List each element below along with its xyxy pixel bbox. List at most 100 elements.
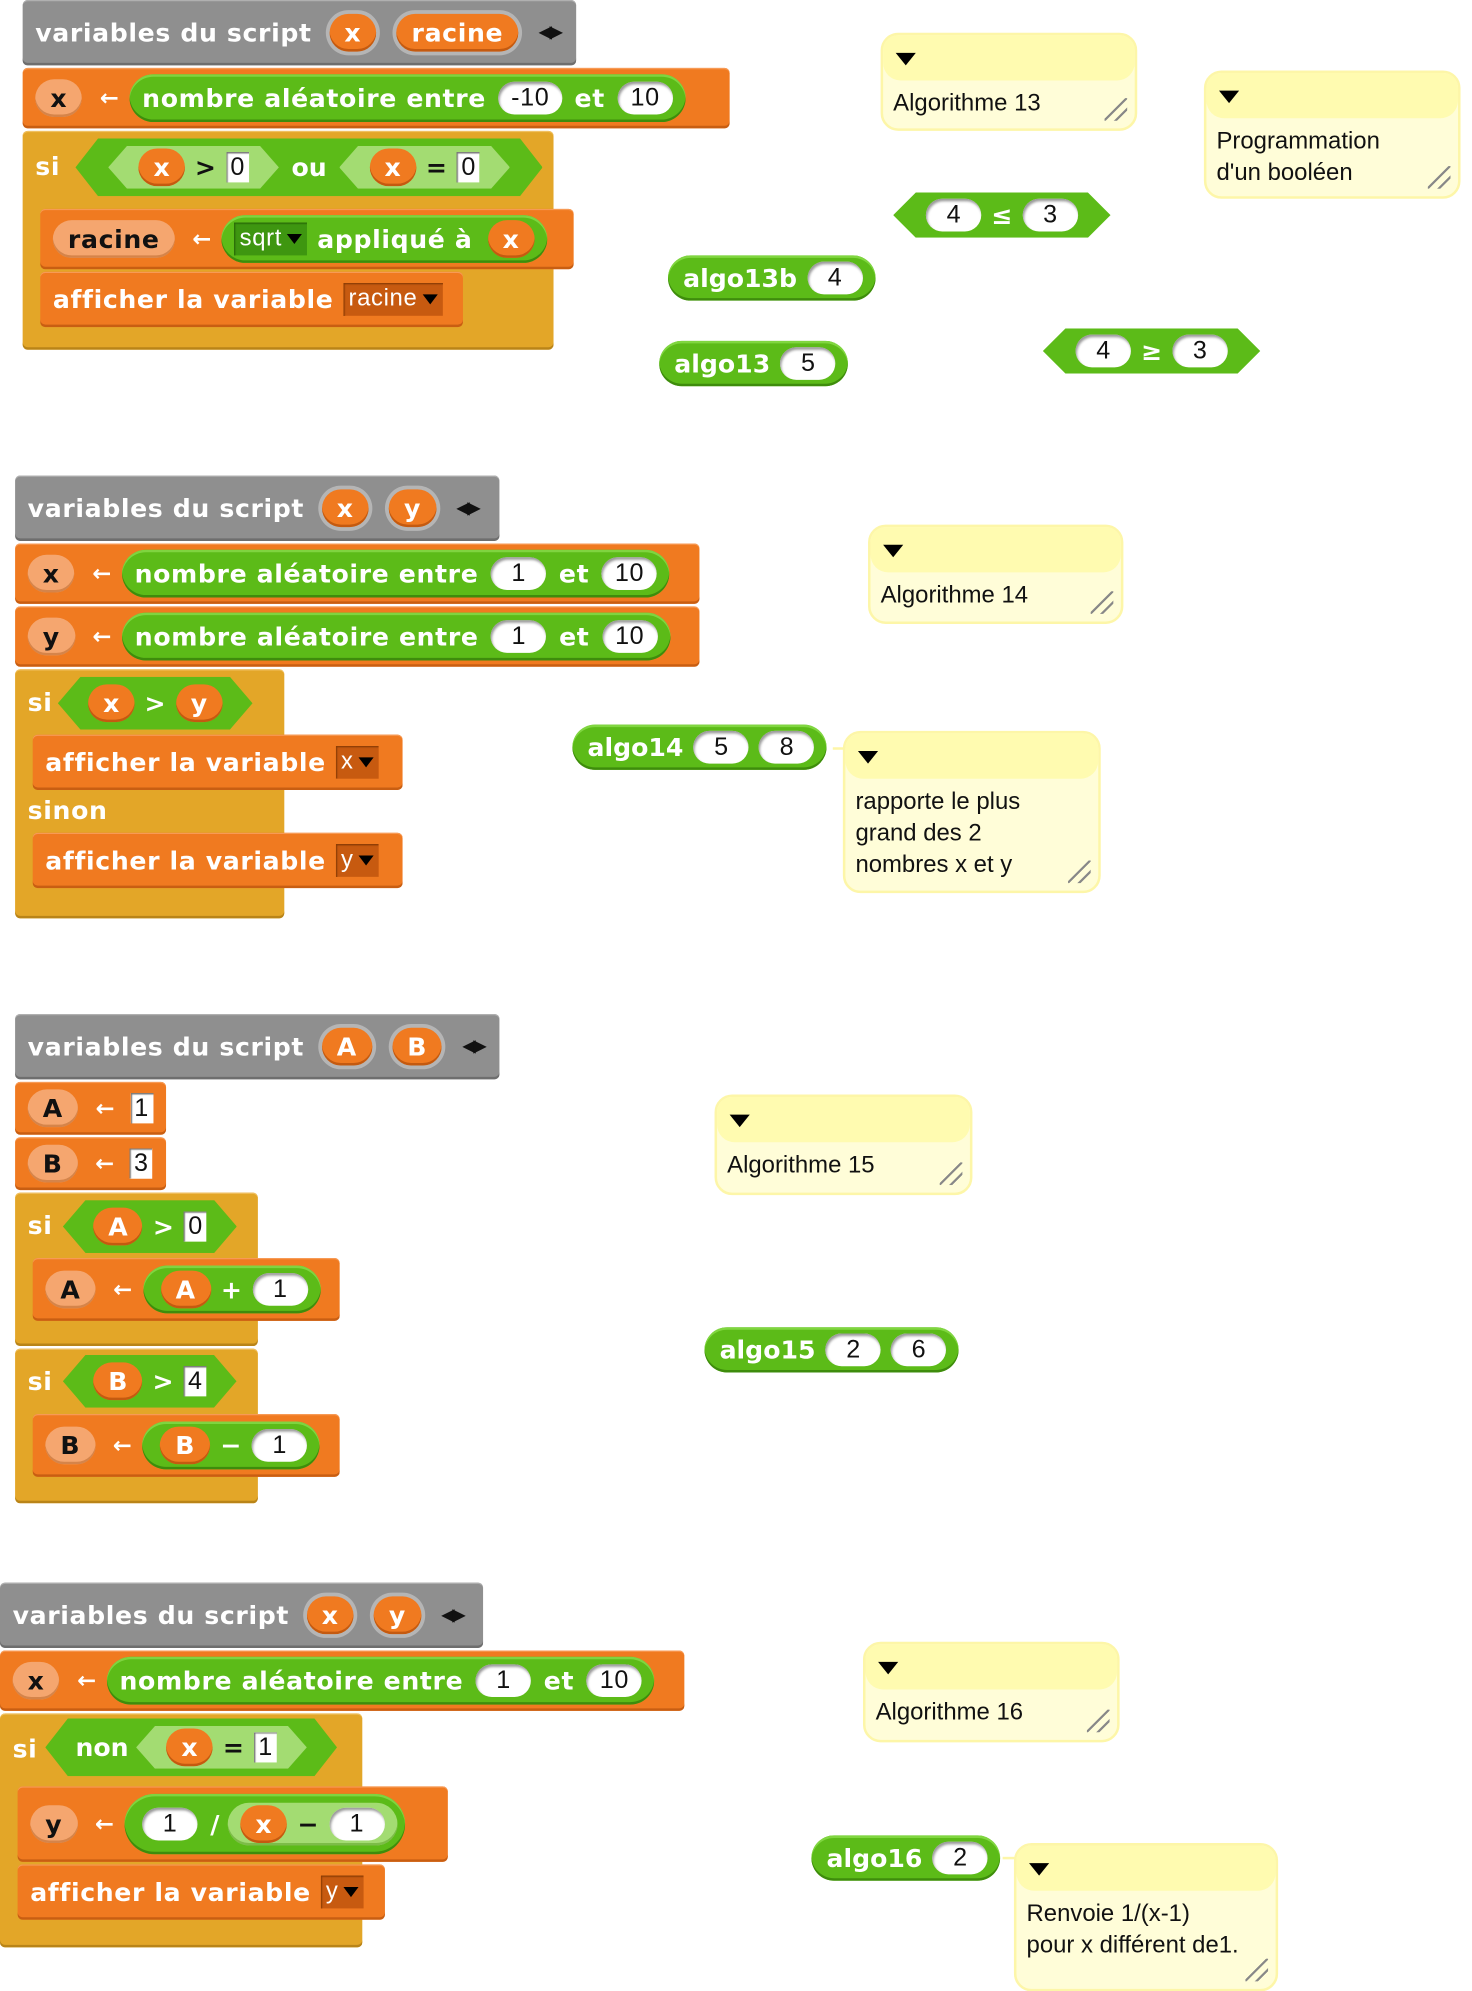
difference-block[interactable]: x − 1 — [227, 1802, 398, 1846]
show-variable-block[interactable]: afficher la variable racine — [40, 271, 463, 328]
resize-handle-icon[interactable] — [1086, 1709, 1110, 1733]
left-input[interactable]: 4 — [926, 199, 981, 232]
value-input[interactable]: 1 — [130, 1093, 153, 1124]
show-variable-block[interactable]: afficher la variable y — [32, 832, 403, 889]
set-B-block[interactable]: B ← 3 — [15, 1137, 167, 1191]
algo13b-reporter[interactable]: algo13b 4 — [667, 255, 876, 301]
variable-dropdown[interactable]: racine — [343, 283, 443, 316]
quotient-block[interactable]: 1 / x − 1 — [124, 1793, 405, 1855]
set-x-block[interactable]: x ← nombre aléatoire entre 1 et 10 — [0, 1650, 685, 1711]
comment-algo14-description[interactable]: rapporte le plus grand des 2 nombres x e… — [842, 730, 1101, 894]
var-racine[interactable]: racine — [52, 220, 175, 258]
comment-text[interactable]: Algorithme 13 — [893, 90, 1041, 117]
var-A[interactable]: A — [45, 1270, 96, 1309]
var-x[interactable]: x — [88, 684, 134, 722]
random-min-input[interactable]: 1 — [475, 1664, 532, 1698]
show-variable-block[interactable]: afficher la variable x — [32, 734, 403, 791]
comment-boolean[interactable]: Programmation d'un booléen — [1203, 70, 1461, 199]
var-x[interactable]: x — [369, 148, 415, 186]
var-x[interactable]: x — [166, 1728, 212, 1766]
if-condition[interactable]: x > y — [58, 677, 253, 730]
variable-dropdown[interactable]: y — [320, 1875, 364, 1909]
if-condition[interactable]: non x = 1 — [45, 1718, 337, 1776]
var-A[interactable]: A — [93, 1208, 143, 1246]
resize-handle-icon[interactable] — [939, 1162, 963, 1186]
add-remove-arrows-icon[interactable]: ◀▶ — [538, 22, 563, 43]
apply-function-block[interactable]: sqrt appliqué à x — [221, 215, 548, 263]
random-min-input[interactable]: -10 — [498, 81, 562, 115]
comment-text[interactable]: Algorithme 16 — [875, 1699, 1024, 1726]
collapse-triangle-icon[interactable] — [729, 1114, 750, 1128]
comment-algo15[interactable]: Algorithme 15 — [714, 1094, 973, 1196]
comment-header[interactable] — [1206, 72, 1459, 119]
var-x[interactable]: x — [35, 79, 83, 117]
random-max-input[interactable]: 10 — [617, 81, 673, 115]
set-y-block[interactable]: y ← nombre aléatoire entre 1 et 10 — [15, 606, 700, 667]
comment-algo16[interactable]: Algorithme 16 — [862, 1641, 1120, 1743]
value-input[interactable]: 0 — [457, 152, 480, 182]
add-remove-arrows-icon[interactable]: ◀▶ — [441, 1605, 466, 1626]
var-y[interactable]: y — [176, 684, 223, 722]
script-variables-block[interactable]: variables du script x racine ◀▶ — [22, 0, 577, 66]
value-input[interactable]: 4 — [184, 1366, 207, 1396]
value-input[interactable]: 1 — [329, 1807, 385, 1841]
var-B[interactable]: B — [160, 1426, 211, 1465]
script-variables-block[interactable]: variables du script A B ◀▶ — [15, 1013, 500, 1080]
variable-dropdown[interactable]: x — [335, 745, 379, 779]
set-y-block[interactable]: y ← 1 / x − 1 — [17, 1786, 448, 1862]
collapse-triangle-icon[interactable] — [883, 544, 904, 558]
comment-text[interactable]: rapporte le plus grand des 2 nombres x e… — [855, 788, 1021, 879]
script-var-x[interactable]: x — [321, 489, 369, 528]
sum-block[interactable]: A + 1 — [142, 1265, 321, 1314]
if-condition[interactable]: B > 4 — [63, 1355, 237, 1408]
comment-header[interactable] — [717, 1096, 970, 1143]
var-A[interactable]: A — [27, 1089, 78, 1128]
comment-text[interactable]: Programmation d'un booléen — [1216, 128, 1380, 187]
var-x[interactable]: x — [12, 1661, 60, 1700]
random-block[interactable]: nombre aléatoire entre 1 et 10 — [122, 612, 670, 661]
algo16-reporter[interactable]: algo16 2 — [811, 1835, 1001, 1881]
var-x[interactable]: x — [487, 220, 535, 258]
equals-block[interactable]: x = 0 — [339, 146, 510, 189]
collapse-triangle-icon[interactable] — [895, 52, 916, 66]
set-x-block[interactable]: x ← nombre aléatoire entre 1 et 10 — [15, 543, 700, 604]
var-x[interactable]: x — [138, 148, 184, 186]
add-remove-arrows-icon[interactable]: ◀▶ — [462, 1036, 487, 1057]
resize-handle-icon[interactable] — [1090, 591, 1114, 614]
set-B-block[interactable]: B ← B − 1 — [32, 1413, 340, 1477]
show-variable-block[interactable]: afficher la variable y — [17, 1864, 385, 1920]
script-variables-block[interactable]: variables du script x y ◀▶ — [0, 1582, 484, 1648]
if-condition[interactable]: A > 0 — [63, 1200, 237, 1253]
var-x[interactable]: x — [240, 1805, 288, 1843]
comment-text[interactable]: Algorithme 15 — [727, 1152, 875, 1179]
random-block[interactable]: nombre aléatoire entre 1 et 10 — [122, 549, 670, 598]
script-var-x[interactable]: x — [329, 13, 377, 52]
script-var-B[interactable]: B — [392, 1027, 443, 1066]
add-remove-arrows-icon[interactable]: ◀▶ — [456, 498, 481, 519]
variable-dropdown[interactable]: y — [335, 844, 379, 877]
arg-input-2[interactable]: 6 — [890, 1333, 947, 1367]
less-equal-block[interactable]: 4 ≤ 3 — [893, 192, 1110, 237]
collapse-triangle-icon[interactable] — [1219, 90, 1240, 104]
comment-algo16-description[interactable]: Renvoie 1/(x-1) pour x différent de1. — [1013, 1842, 1279, 1991]
var-x[interactable]: x — [27, 554, 75, 593]
left-input[interactable]: 4 — [1076, 335, 1131, 368]
resize-handle-icon[interactable] — [1068, 860, 1091, 884]
arg-input-1[interactable]: 5 — [693, 730, 749, 764]
comment-header[interactable] — [1016, 1845, 1276, 1891]
arg-input[interactable]: 2 — [932, 1841, 988, 1875]
if-condition[interactable]: x > 0 ou x = 0 — [75, 138, 542, 196]
comment-header[interactable] — [883, 35, 1135, 81]
resize-handle-icon[interactable] — [1104, 98, 1128, 121]
random-block[interactable]: nombre aléatoire entre -10 et 10 — [129, 74, 686, 123]
random-block[interactable]: nombre aléatoire entre 1 et 10 — [106, 1656, 655, 1705]
set-A-block[interactable]: A ← A + 1 — [32, 1258, 340, 1321]
value-input[interactable]: 3 — [130, 1148, 153, 1179]
var-B[interactable]: B — [45, 1426, 96, 1465]
random-min-input[interactable]: 1 — [490, 557, 547, 591]
value-input[interactable]: 0 — [226, 152, 249, 182]
set-x-block[interactable]: x ← nombre aléatoire entre -10 et 10 — [22, 67, 730, 129]
random-max-input[interactable]: 10 — [586, 1664, 643, 1698]
script-var-y[interactable]: y — [373, 1596, 422, 1635]
numerator-input[interactable]: 1 — [142, 1807, 198, 1841]
